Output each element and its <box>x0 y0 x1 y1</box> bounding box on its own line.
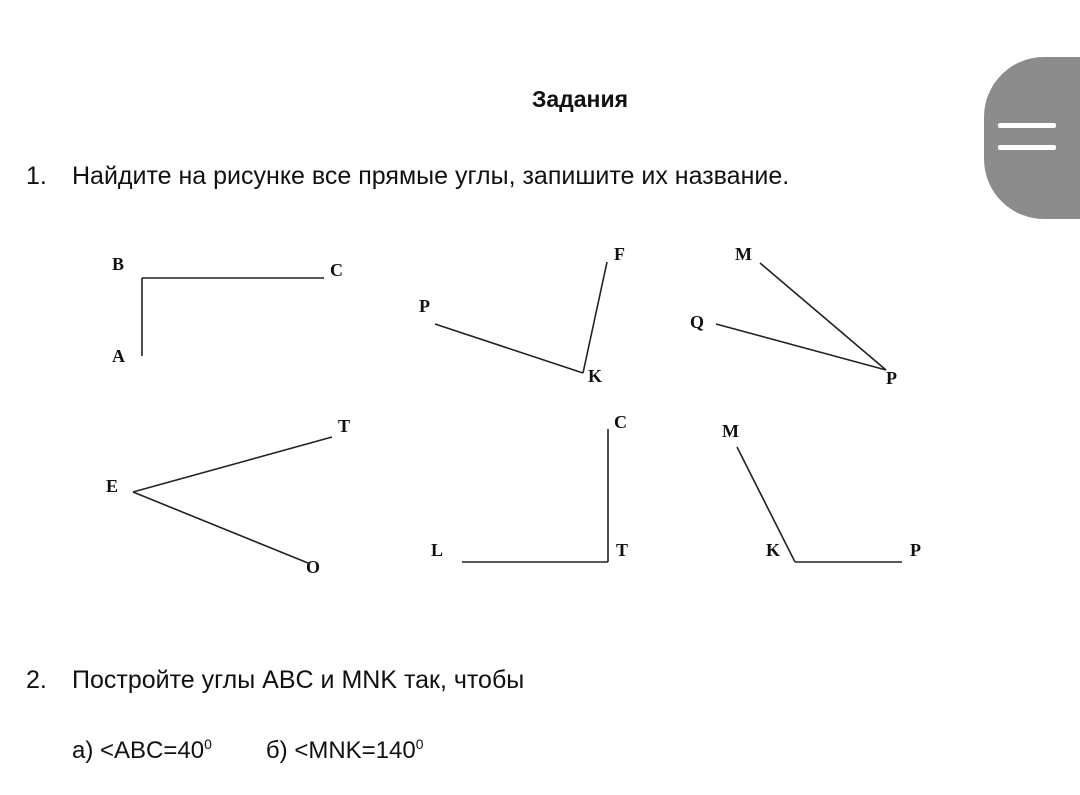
subtask-b-expr: <MNK=140 <box>294 737 416 764</box>
angle-mkp: M K P <box>722 421 921 563</box>
label-f: F <box>614 244 625 264</box>
label-t: T <box>338 416 350 436</box>
ray-pm <box>759 262 887 371</box>
label-k: K <box>766 540 780 560</box>
subtask-a: а) <ABC=400 <box>72 736 212 765</box>
label-m: M <box>735 244 752 264</box>
ray-km <box>736 446 796 563</box>
angle-ctl: C L T <box>431 412 628 563</box>
label-e: E <box>106 476 118 496</box>
label-p: P <box>886 368 897 388</box>
label-c: C <box>614 412 627 432</box>
label-t: T <box>616 540 628 560</box>
side-menu-button[interactable] <box>984 57 1080 219</box>
ray-et <box>132 436 333 493</box>
label-b: B <box>112 254 124 274</box>
label-m: M <box>722 421 739 441</box>
subtask-b-degree: 0 <box>415 736 424 752</box>
label-l: L <box>431 540 443 560</box>
ray-kp <box>434 323 584 374</box>
label-c: C <box>330 260 343 280</box>
label-a: A <box>112 346 125 366</box>
task-1: 1. Найдите на рисунке все прямые углы, з… <box>26 162 789 191</box>
task-2-number: 2. <box>26 666 47 694</box>
ray-kf <box>582 261 608 374</box>
subtask-a-label: а) <box>72 737 94 764</box>
label-p: P <box>910 540 921 560</box>
task-2-text: Постройте углы ABC и MNK так, чтобы <box>72 666 525 694</box>
angle-abc: B C A <box>112 254 343 366</box>
subtask-a-expr: <ABC=40 <box>100 737 205 764</box>
subtasks: а) <ABC=400 б) <MNK=1400 <box>72 736 424 765</box>
angle-teo: T E O <box>106 416 350 577</box>
task-1-text: Найдите на рисунке все прямые углы, запи… <box>72 162 790 190</box>
page-title: Задания <box>531 86 629 112</box>
angle-pkf: F P K <box>419 244 625 386</box>
subtask-b: б) <MNK=1400 <box>266 736 424 765</box>
angle-mpq: M Q P <box>690 244 897 388</box>
label-o: O <box>306 557 320 577</box>
ray-eo <box>132 491 309 564</box>
subtask-a-degree: 0 <box>204 736 212 752</box>
label-q: Q <box>690 312 704 332</box>
label-p: P <box>419 296 430 316</box>
task-2: 2. Постройте углы ABC и MNK так, чтобы <box>26 666 524 695</box>
label-k: K <box>588 366 602 386</box>
ray-pq <box>715 323 887 371</box>
task-1-number: 1. <box>26 162 47 190</box>
subtask-b-label: б) <box>265 737 288 764</box>
